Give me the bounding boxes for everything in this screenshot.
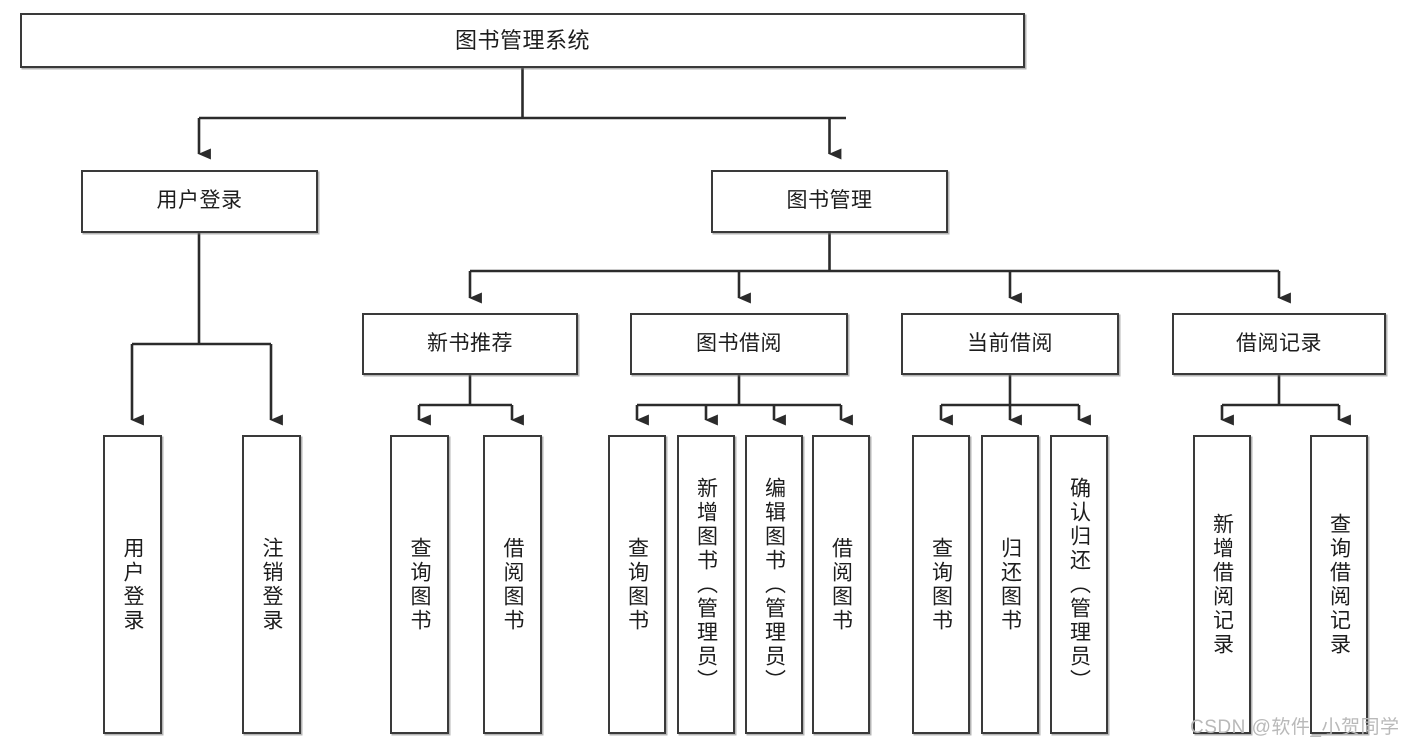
node-label: 注销登录 [260, 536, 283, 633]
node-current-borrow[interactable]: 当前借阅 [901, 313, 1119, 375]
leaf-logout[interactable]: 注销登录 [242, 435, 301, 734]
leaf-add-book-admin[interactable]: 新增图书（管理员） [677, 435, 735, 734]
leaf-query-book-current[interactable]: 查询图书 [912, 435, 970, 734]
node-label: 查询图书 [929, 536, 953, 633]
node-book-management[interactable]: 图书管理 [711, 170, 948, 233]
node-label: 新书推荐 [427, 331, 513, 355]
node-label: 归还图书 [998, 536, 1022, 633]
node-label: 查询图书 [625, 536, 649, 633]
leaf-confirm-return-admin[interactable]: 确认归还（管理员） [1050, 435, 1108, 734]
node-label: 用户登录 [121, 536, 144, 633]
node-new-book-recommend[interactable]: 新书推荐 [362, 313, 578, 375]
node-book-borrow[interactable]: 图书借阅 [630, 313, 848, 375]
node-label: 用户登录 [156, 189, 243, 213]
leaf-query-book-recommend[interactable]: 查询图书 [390, 435, 449, 734]
node-label: 借阅记录 [1236, 331, 1322, 355]
node-label: 借阅图书 [829, 536, 853, 633]
node-label: 查询图书 [408, 536, 431, 633]
node-label: 新增借阅记录 [1210, 512, 1234, 657]
leaf-borrow-book-recommend[interactable]: 借阅图书 [483, 435, 542, 734]
node-label: 确认归还（管理员） [1067, 476, 1091, 693]
leaf-user-login[interactable]: 用户登录 [103, 435, 162, 734]
leaf-query-book[interactable]: 查询图书 [608, 435, 666, 734]
node-label: 当前借阅 [967, 331, 1053, 355]
node-label: 新增图书（管理员） [694, 476, 718, 693]
watermark-text: CSDN @软件_小贺同学 [1190, 717, 1400, 738]
node-label: 借阅图书 [501, 536, 524, 633]
leaf-borrow-book[interactable]: 借阅图书 [812, 435, 870, 734]
node-label: 图书借阅 [696, 331, 782, 355]
node-label: 图书管理 [786, 189, 873, 213]
node-user-login[interactable]: 用户登录 [81, 170, 318, 233]
node-label: 编辑图书（管理员） [762, 476, 786, 693]
leaf-query-borrow-record[interactable]: 查询借阅记录 [1310, 435, 1368, 734]
leaf-add-borrow-record[interactable]: 新增借阅记录 [1193, 435, 1251, 734]
node-label: 查询借阅记录 [1327, 512, 1351, 657]
leaf-edit-book-admin[interactable]: 编辑图书（管理员） [745, 435, 803, 734]
node-borrow-record[interactable]: 借阅记录 [1172, 313, 1386, 375]
node-label: 图书管理系统 [454, 27, 590, 53]
node-root-system[interactable]: 图书管理系统 [20, 13, 1025, 68]
leaf-return-book[interactable]: 归还图书 [981, 435, 1039, 734]
